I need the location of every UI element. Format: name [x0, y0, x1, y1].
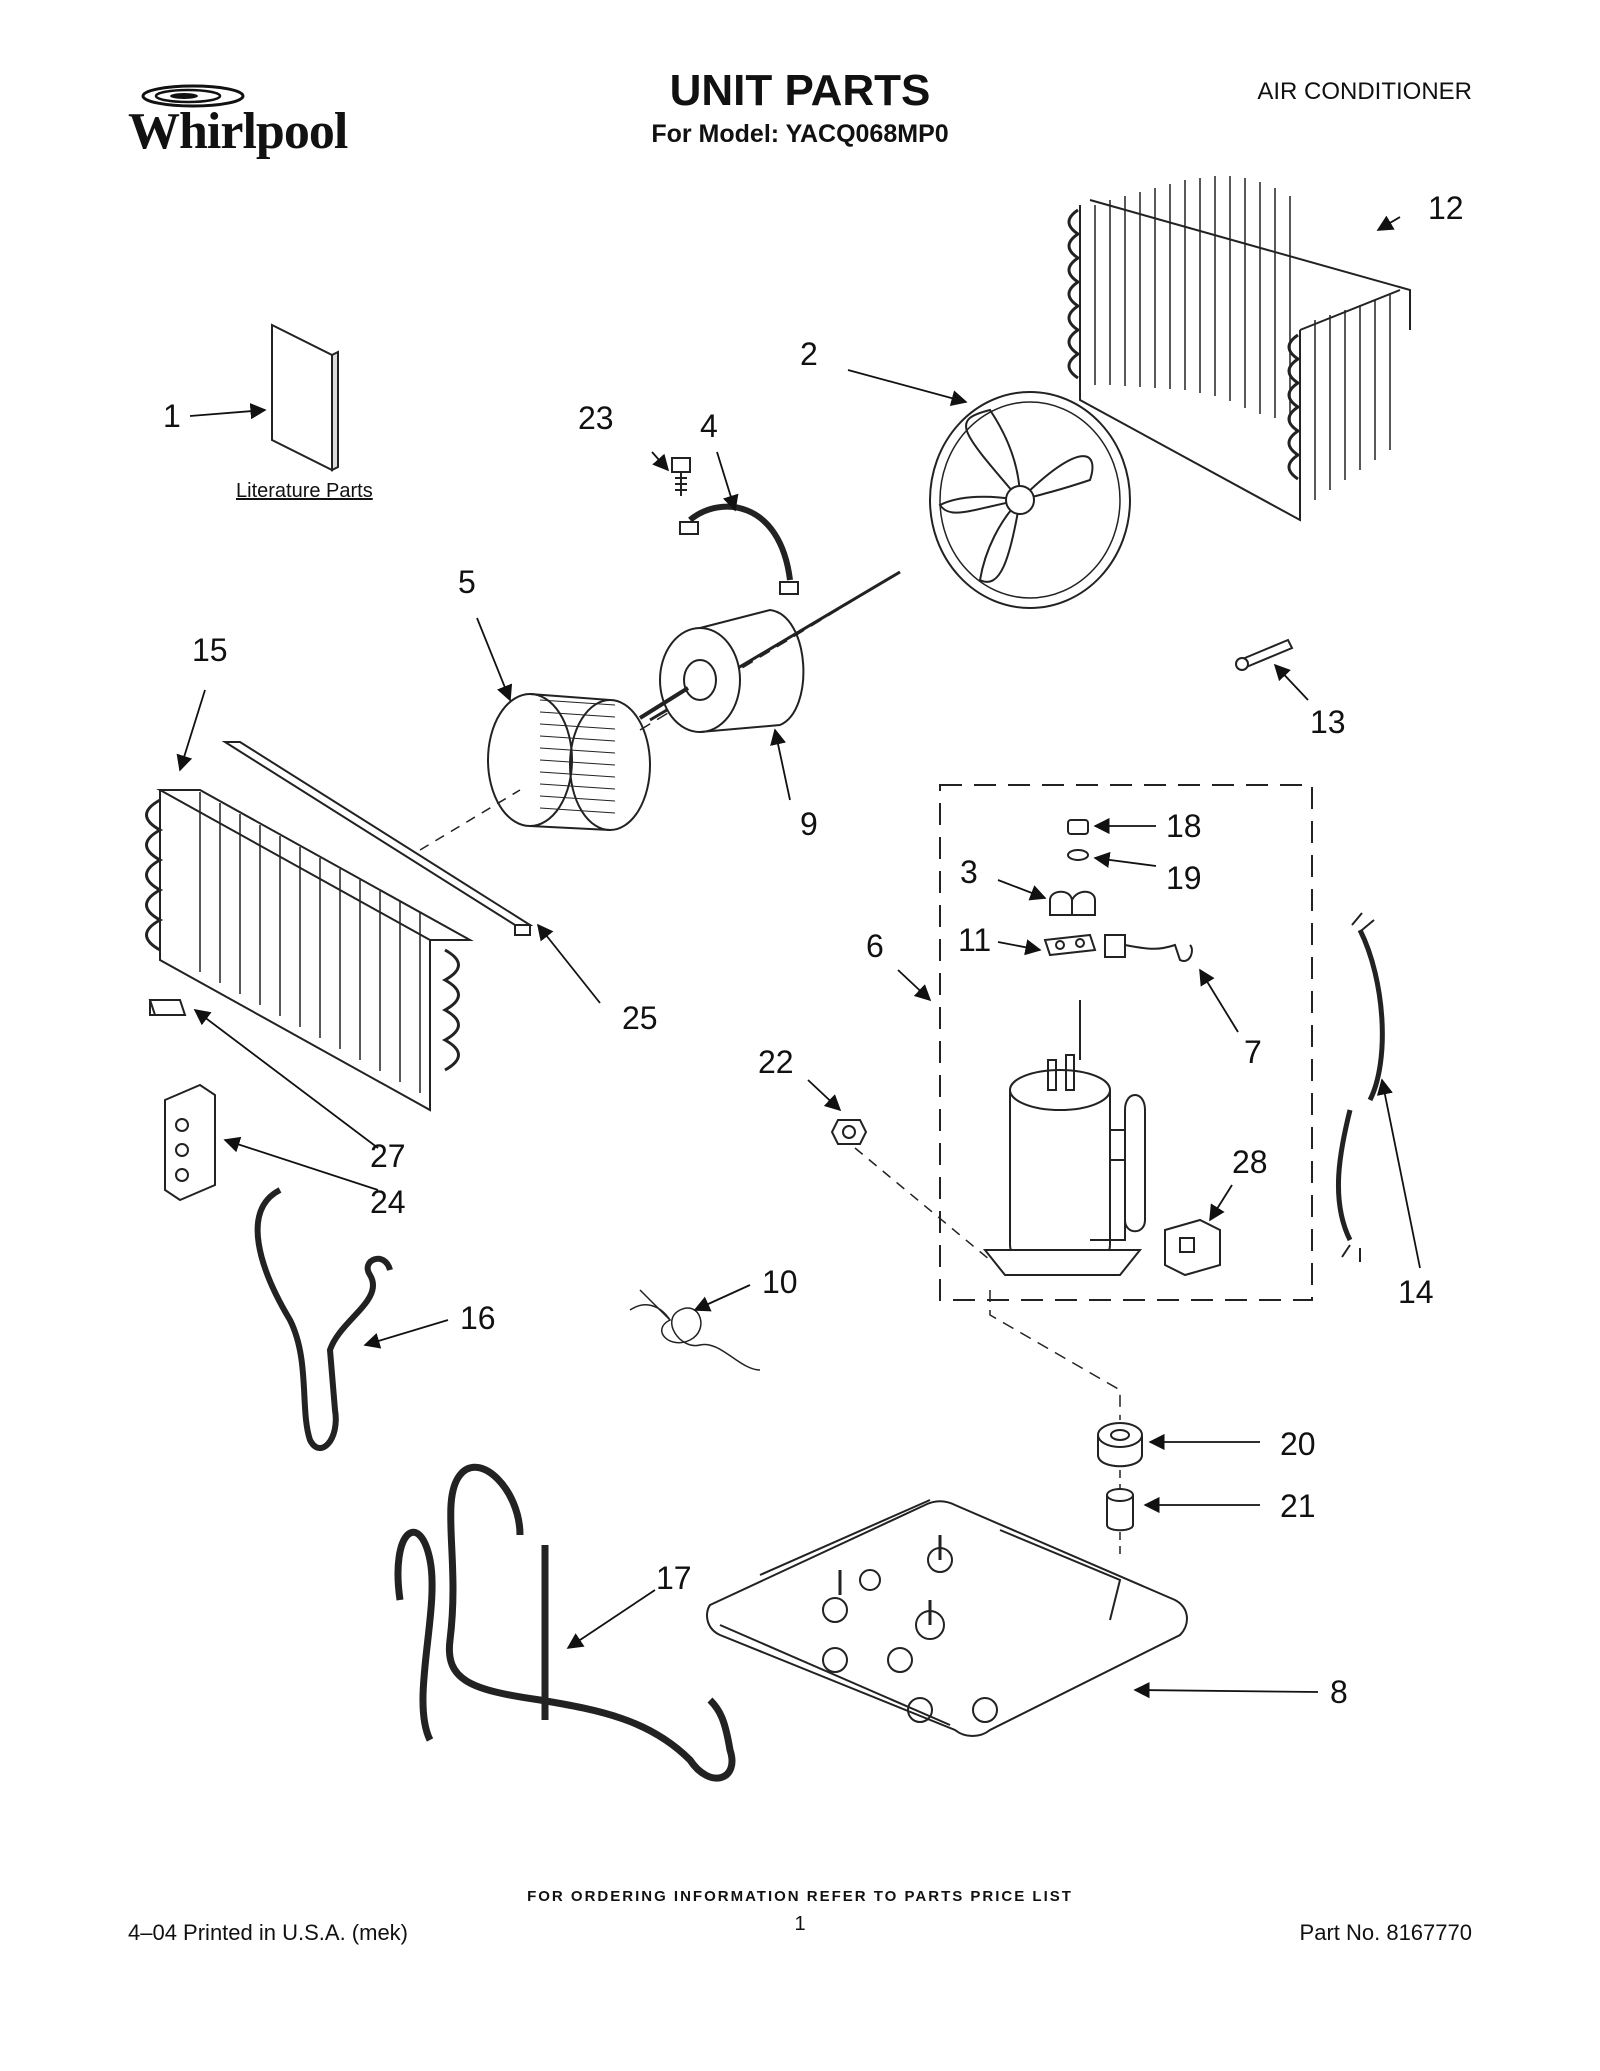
- callout-7: 7: [1244, 1034, 1262, 1070]
- capillary-tube: [629, 1289, 761, 1371]
- callout-19: 19: [1166, 860, 1202, 896]
- terminal-block: [164, 1083, 216, 1202]
- leader-1: [189, 403, 267, 420]
- callout-22: 22: [758, 1044, 794, 1080]
- callout-16: 16: [460, 1300, 496, 1336]
- callout-18: 18: [1166, 808, 1202, 844]
- callout-10: 10: [762, 1264, 798, 1300]
- model-line: For Model: YACQ068MP0: [651, 120, 949, 148]
- nut: [1067, 819, 1089, 835]
- leader-15: [176, 689, 206, 772]
- callout-6: 6: [866, 928, 884, 964]
- condenser-coil: [1067, 176, 1411, 522]
- leader-11: [997, 939, 1042, 956]
- callout-5: 5: [458, 564, 476, 600]
- page-number: 1: [794, 1913, 806, 1935]
- thermistor: [1235, 638, 1294, 671]
- print-info: 4–04 Printed in U.S.A. (mek): [128, 1920, 409, 1945]
- callout-23: 23: [578, 400, 614, 436]
- callout-21: 21: [1280, 1488, 1316, 1524]
- callout-20: 20: [1280, 1426, 1316, 1462]
- overload-protector: [1104, 934, 1193, 962]
- fan-motor: [638, 608, 805, 733]
- literature-parts-label: Literature Parts: [236, 480, 373, 502]
- leader-5: [476, 617, 513, 702]
- leader-16: [363, 1319, 449, 1349]
- leader-27: [193, 1009, 379, 1149]
- leader-28: [1209, 1184, 1233, 1222]
- part-number: Part No. 8167770: [1299, 1920, 1472, 1945]
- start-relay: [1164, 1218, 1221, 1277]
- leader-10: [693, 1284, 751, 1312]
- terminal-cover: [1049, 890, 1096, 916]
- leader-12: [1376, 215, 1401, 231]
- leader-9: [770, 728, 791, 801]
- grommet: [830, 1119, 868, 1145]
- leader-22: [807, 1079, 842, 1112]
- callout-13: 13: [1310, 704, 1346, 740]
- callout-24: 24: [370, 1184, 406, 1220]
- leader-17: [566, 1589, 656, 1649]
- wire-harness: [1335, 912, 1385, 1262]
- leader-2: [847, 369, 968, 407]
- category-label: AIR CONDITIONER: [1257, 78, 1472, 105]
- refrigerant-tube-17: [394, 1464, 736, 1782]
- compressor-mount-grommet: [1097, 1422, 1143, 1468]
- leader-19: [1093, 851, 1157, 868]
- callout-11: 11: [958, 922, 992, 958]
- washer: [1067, 849, 1089, 861]
- leader-7: [1199, 968, 1239, 1033]
- compressor: [982, 1000, 1146, 1276]
- screw: [671, 457, 691, 496]
- callout-4: 4: [700, 408, 718, 444]
- terminal-bracket: [1043, 933, 1097, 957]
- blower-wheel: [487, 693, 651, 831]
- mount-sleeve: [1106, 1488, 1134, 1532]
- leader-25: [536, 923, 601, 1004]
- page-title: UNIT PARTS: [669, 66, 931, 115]
- callout-3: 3: [960, 854, 978, 890]
- ordering-note: FOR ORDERING INFORMATION REFER TO PARTS …: [527, 1888, 1073, 1905]
- callout-15: 15: [192, 632, 228, 668]
- evaporator-coil: [145, 789, 474, 1112]
- literature-booklet: [271, 323, 339, 472]
- callout-12: 12: [1428, 190, 1464, 226]
- callout-17: 17: [656, 1560, 692, 1596]
- condenser-fan: [929, 391, 1131, 609]
- brand-name: Whirlpool: [128, 103, 348, 160]
- leader-3: [997, 879, 1047, 901]
- leader-4: [716, 451, 739, 512]
- callout-2: 2: [800, 336, 818, 372]
- callout-1: 1: [163, 398, 181, 434]
- clip: [148, 999, 187, 1016]
- compressor-assembly-box: [939, 784, 1313, 1301]
- leader-14: [1376, 1078, 1421, 1269]
- leader-24: [223, 1136, 379, 1191]
- motor-mount-strap: [679, 503, 799, 595]
- callout-28: 28: [1232, 1144, 1268, 1180]
- callout-8: 8: [1330, 1674, 1348, 1710]
- callout-9: 9: [800, 806, 818, 842]
- leader-23: [651, 451, 670, 472]
- brand-logo: Whirlpool: [128, 82, 368, 162]
- callout-27: 27: [370, 1138, 406, 1174]
- base-pan: [706, 1499, 1188, 1737]
- brand-swirl-icon: [141, 84, 245, 108]
- refrigerant-tube-16: [254, 1187, 393, 1451]
- mounting-bracket: [221, 741, 534, 936]
- leader-6: [897, 969, 932, 1002]
- leader-8: [1133, 1682, 1319, 1699]
- callout-25: 25: [622, 1000, 658, 1036]
- leader-13: [1273, 663, 1309, 701]
- callout-14: 14: [1398, 1274, 1434, 1310]
